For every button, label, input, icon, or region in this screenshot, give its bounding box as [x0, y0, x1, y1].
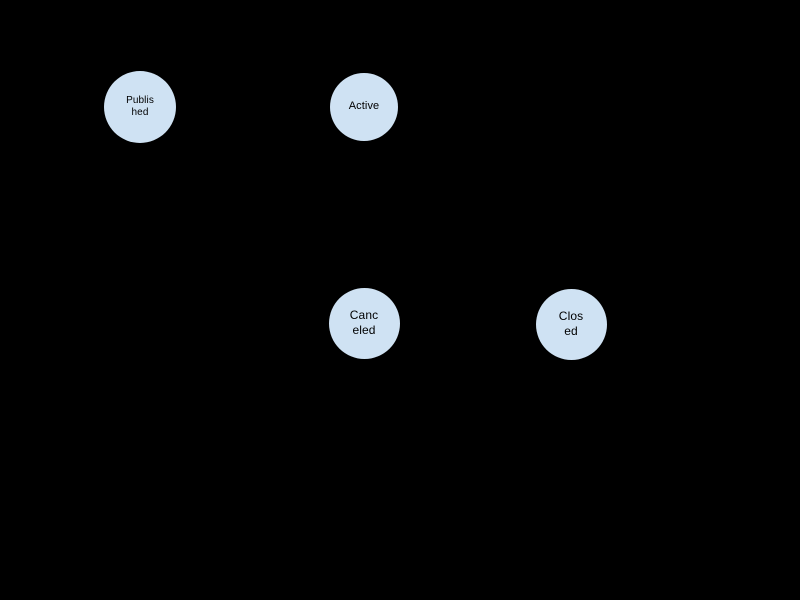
state-node-closed: Clos ed [535, 288, 607, 360]
node-label-line: Clos [558, 309, 584, 323]
state-node-canceled: Canc eled [328, 287, 400, 359]
node-label-line: Publis [126, 94, 154, 106]
node-label-line: Active [348, 100, 380, 113]
node-label-line: ed [564, 324, 578, 338]
node-label-active: Active [349, 100, 380, 114]
state-node-published: Publis hed [104, 71, 176, 143]
node-label-line: hed [131, 107, 149, 118]
node-label-canceled: Canc eled [350, 308, 378, 338]
node-label-line: Canc [349, 308, 379, 322]
node-label-line: eled [352, 323, 376, 337]
state-node-active: Active [330, 73, 398, 141]
node-label-closed: Clos ed [559, 309, 583, 339]
node-label-published: Publis hed [126, 95, 154, 120]
